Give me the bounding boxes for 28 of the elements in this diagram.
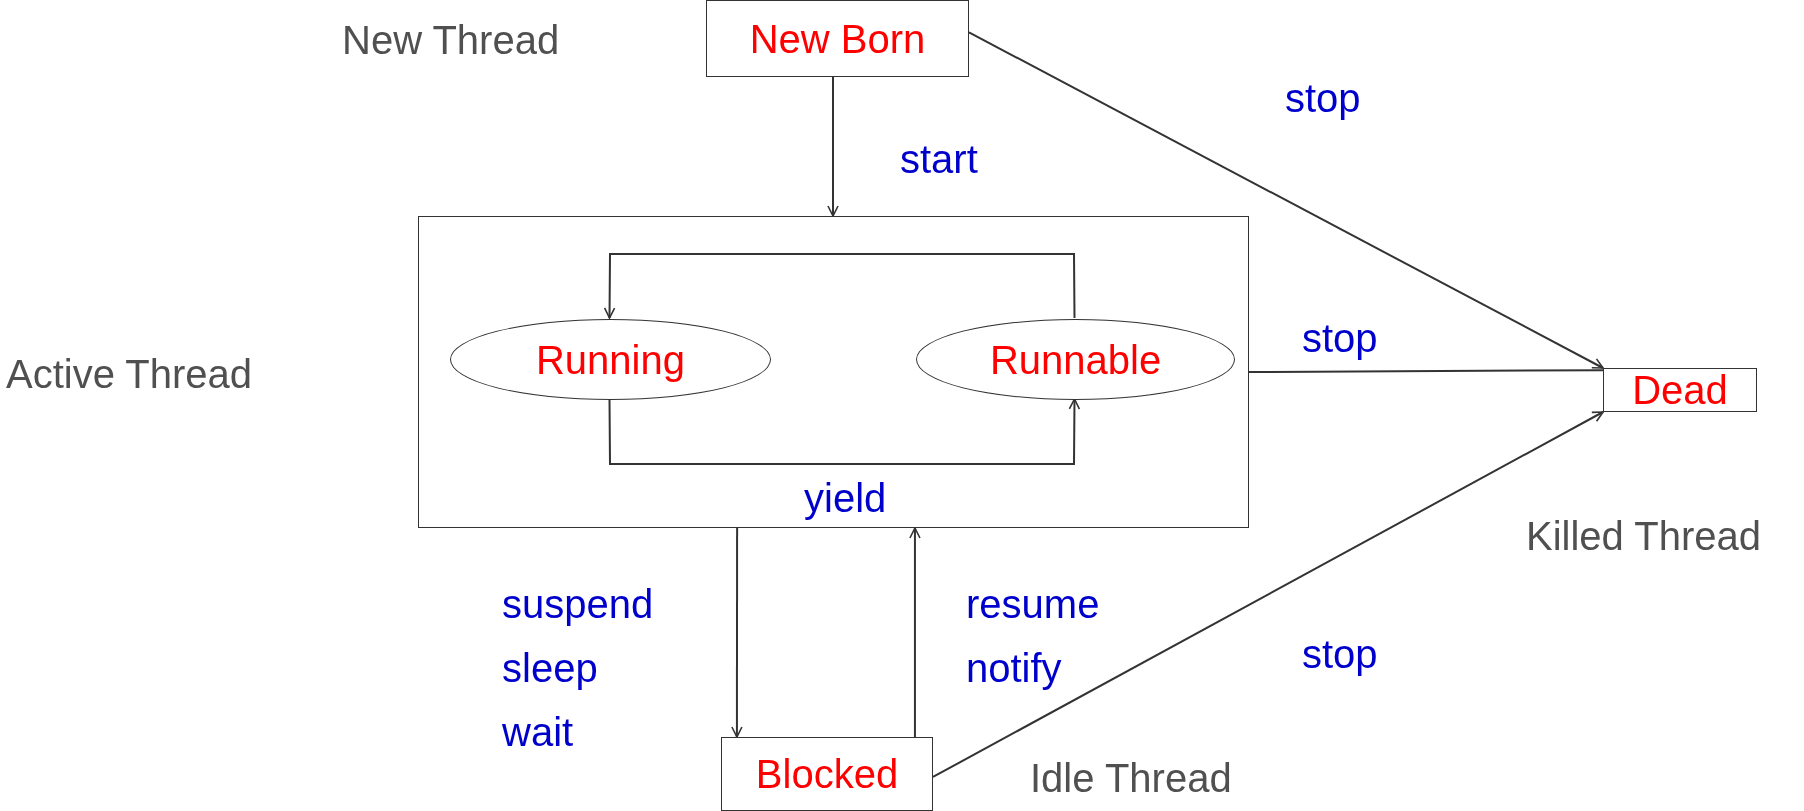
- state-caption: Idle Thread: [1030, 756, 1232, 800]
- arrow: [932, 411, 1604, 778]
- state-name: New Born: [749, 16, 926, 61]
- edge-label: suspend sleep wait: [502, 581, 654, 756]
- arrow: [968, 31, 1604, 369]
- edge-label: stop: [1302, 631, 1378, 678]
- group-box: [418, 216, 1249, 528]
- edge-label: resume notify: [966, 581, 1100, 692]
- state-name: Running: [536, 337, 685, 382]
- connector-line: [1248, 369, 1604, 373]
- edge-label: start: [900, 136, 978, 183]
- state-box: [706, 0, 969, 77]
- arrow: [731, 527, 743, 738]
- arrow: [909, 527, 921, 738]
- state-name: Dead: [1632, 368, 1728, 412]
- arrow: [827, 76, 839, 217]
- state-caption: Killed Thread: [1526, 514, 1761, 558]
- edge-label: stop: [1285, 75, 1361, 122]
- state-box: [721, 737, 933, 811]
- state-name: Runnable: [989, 337, 1162, 382]
- state-caption: New Thread: [342, 18, 560, 62]
- arrow: [608, 398, 1081, 465]
- edge-label: yield: [804, 475, 887, 522]
- state-name: Blocked: [755, 752, 899, 796]
- edge-label: stop: [1302, 315, 1378, 362]
- state-caption: Active Thread: [6, 352, 253, 396]
- state-box: [1603, 368, 1757, 412]
- arrow: [603, 253, 1076, 319]
